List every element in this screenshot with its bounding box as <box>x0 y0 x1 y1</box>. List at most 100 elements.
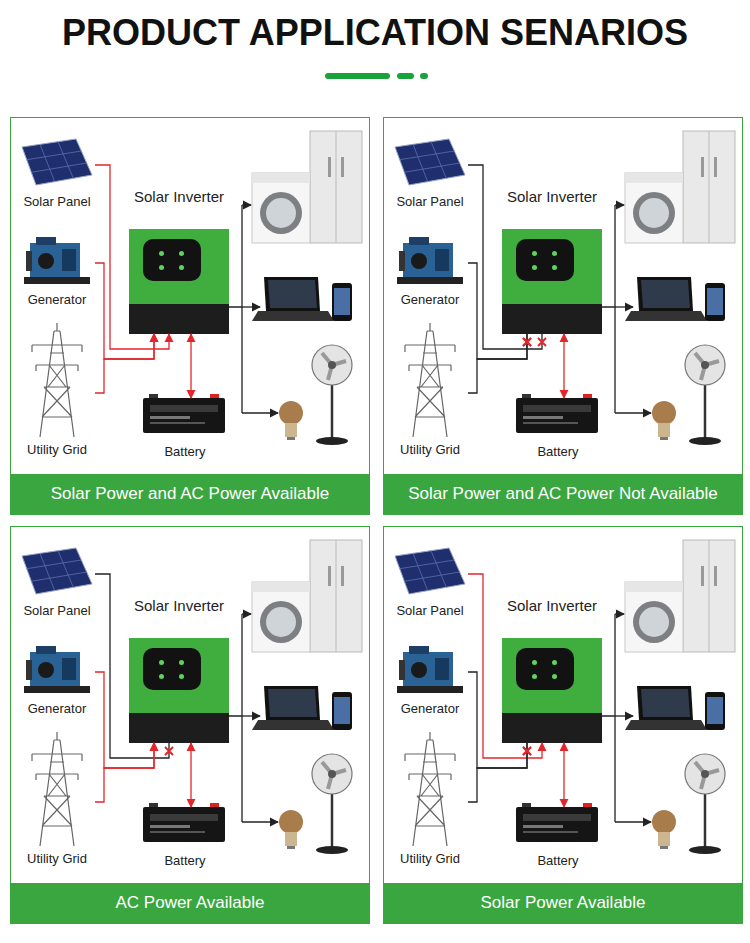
panel-caption: Solar Power and AC Power Not Available <box>408 484 718 504</box>
indicator-light <box>179 660 184 665</box>
caption-band: Solar Power and AC Power Available <box>11 474 369 514</box>
blocked-mark-group <box>165 338 546 755</box>
page-title: PRODUCT APPLICATION SENARIOS <box>0 8 750 58</box>
inverter-box: Solar Inverter <box>129 638 229 743</box>
indicator-light <box>552 674 557 679</box>
caption-band: AC Power Available <box>11 883 369 923</box>
inverter-display <box>516 648 574 690</box>
power-connector <box>468 574 542 758</box>
node-label: Utility Grid <box>0 851 115 867</box>
label-holder: Generator <box>0 701 115 717</box>
node-label: Solar Inverter <box>482 189 622 205</box>
blocked-mark <box>538 338 546 346</box>
blocked-mark <box>523 747 531 755</box>
label-holder: Solar Inverter <box>109 598 249 614</box>
generator-node: Generator <box>19 642 95 717</box>
label-holder: Utility Grid <box>0 442 115 458</box>
inverter-display <box>143 648 201 690</box>
power-connector <box>468 672 527 768</box>
power-connector <box>468 165 542 349</box>
node-label: Solar Panel <box>372 194 488 210</box>
node-label: Utility Grid <box>372 851 488 867</box>
inverter-box: Solar Inverter <box>502 229 602 334</box>
scenario-panel: Solar Power and AC Power Available Solar … <box>10 117 370 515</box>
node-label: Solar Panel <box>0 194 115 210</box>
generator-node: Generator <box>392 642 468 717</box>
scenario-panel: Solar Power Available Solar PanelGenerato… <box>383 526 743 924</box>
indicator-light <box>159 265 164 270</box>
node-label: Generator <box>0 292 115 308</box>
solar-panel-node: Solar Panel <box>392 549 468 619</box>
title-underline <box>325 73 428 79</box>
node-label: Battery <box>124 853 246 869</box>
inverter-display <box>143 239 201 281</box>
indicator-light <box>179 251 184 256</box>
label-holder: Utility Grid <box>0 851 115 867</box>
caption-band: Solar Power Available <box>384 883 742 923</box>
solar-panel-node: Solar Panel <box>392 140 468 210</box>
node-label: Solar Inverter <box>109 598 249 614</box>
power-connector <box>95 672 154 768</box>
generator-node: Generator <box>392 233 468 308</box>
node-label: Generator <box>0 701 115 717</box>
battery-node: Battery <box>517 807 599 843</box>
label-holder: Solar Inverter <box>482 189 622 205</box>
label-holder: Generator <box>0 292 115 308</box>
indicator-light <box>552 265 557 270</box>
indicator-light <box>179 265 184 270</box>
power-connector <box>563 334 564 398</box>
battery-node: Battery <box>144 807 226 843</box>
power-connector <box>95 334 154 393</box>
inverter-box: Solar Inverter <box>502 638 602 743</box>
label-holder: Utility Grid <box>372 442 488 458</box>
label-holder: Solar Inverter <box>109 189 249 205</box>
panel-illustration <box>22 540 362 854</box>
node-label: Utility Grid <box>0 442 115 458</box>
inverter-base <box>129 713 229 743</box>
node-label: Utility Grid <box>372 442 488 458</box>
power-connector <box>190 334 191 398</box>
label-holder: Solar Panel <box>372 603 488 619</box>
indicator-light <box>552 660 557 665</box>
caption-band: Solar Power and AC Power Not Available <box>384 474 742 514</box>
inverter-base <box>502 304 602 334</box>
label-holder: Battery <box>124 853 246 869</box>
power-connector <box>95 743 154 802</box>
power-connector <box>95 165 169 349</box>
indicator-light <box>532 660 537 665</box>
node-label: Generator <box>372 292 488 308</box>
panel-illustration <box>22 131 362 445</box>
battery-node: Battery <box>517 398 599 434</box>
panel-caption: Solar Power and AC Power Available <box>51 484 329 504</box>
indicator-light <box>552 251 557 256</box>
node-label: Solar Inverter <box>109 189 249 205</box>
label-holder: Solar Inverter <box>482 598 622 614</box>
power-connector <box>468 263 527 359</box>
indicator-light <box>159 674 164 679</box>
generator-node: Generator <box>19 233 95 308</box>
label-holder: Solar Panel <box>372 194 488 210</box>
utility-grid-node: Utility Grid <box>19 323 95 458</box>
utility-grid-node: Utility Grid <box>19 732 95 867</box>
panel-caption: Solar Power Available <box>480 893 645 913</box>
inverter-display <box>516 239 574 281</box>
scenario-panel: Solar Power and AC Power Not Available So… <box>383 117 743 515</box>
power-connector <box>468 743 527 802</box>
solar-panel-node: Solar Panel <box>19 140 95 210</box>
label-holder: Solar Panel <box>0 194 115 210</box>
label-holder: Utility Grid <box>372 851 488 867</box>
indicator-light <box>159 251 164 256</box>
node-label: Battery <box>124 444 246 460</box>
node-label: Battery <box>497 444 619 460</box>
label-holder: Generator <box>372 292 488 308</box>
panel-illustration <box>395 131 735 445</box>
panel-caption: AC Power Available <box>116 893 265 913</box>
blocked-mark <box>165 747 173 755</box>
blocked-mark <box>523 338 531 346</box>
node-label: Generator <box>372 701 488 717</box>
power-connector <box>190 743 191 807</box>
node-label: Solar Panel <box>372 603 488 619</box>
